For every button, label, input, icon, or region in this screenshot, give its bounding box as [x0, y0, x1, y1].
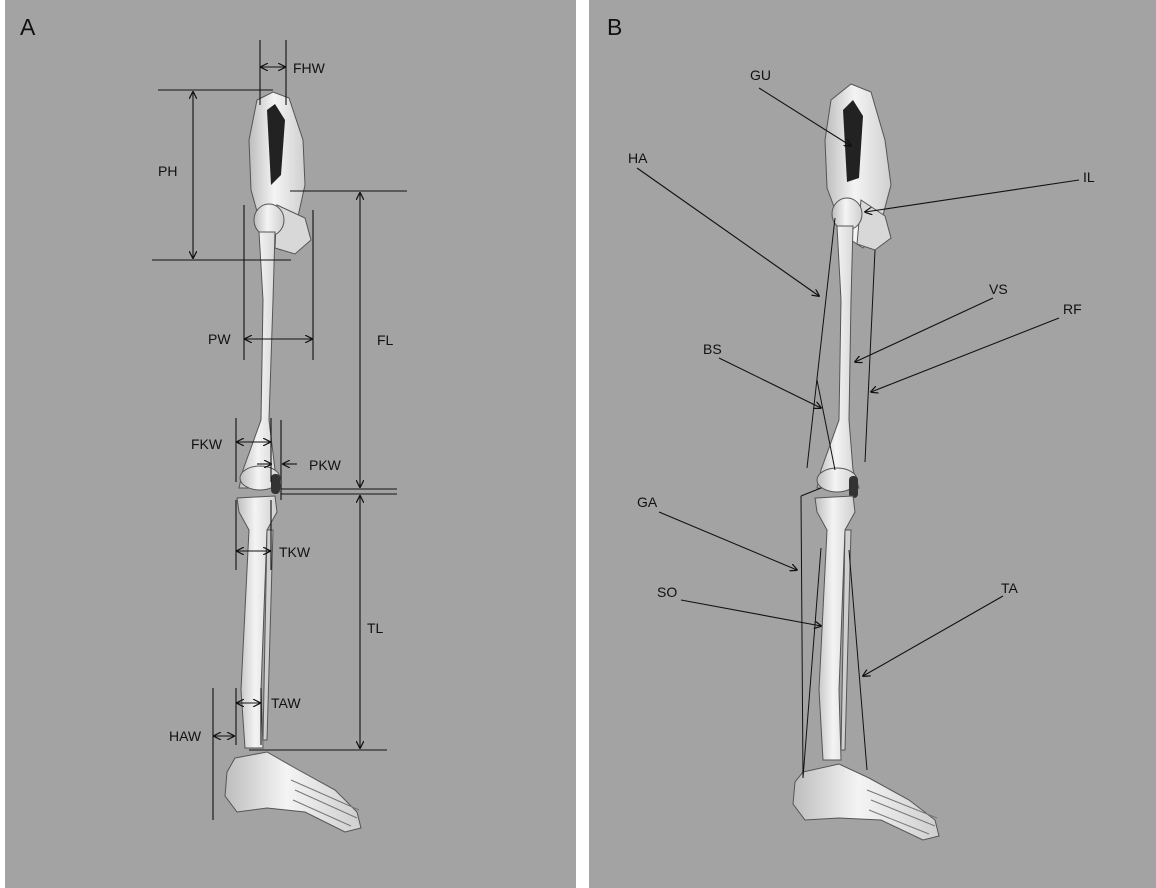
- label-ga: GA: [637, 494, 658, 510]
- panel-b: B: [589, 0, 1156, 888]
- label-pw: PW: [208, 331, 231, 347]
- label-fkw: FKW: [191, 436, 223, 452]
- label-taw: TAW: [271, 695, 301, 711]
- label-ph: PH: [158, 163, 177, 179]
- label-fl: FL: [377, 332, 394, 348]
- label-vs: VS: [989, 281, 1008, 297]
- leg-skeleton-b: [793, 84, 939, 840]
- label-so: SO: [657, 584, 677, 600]
- label-pkw: PKW: [309, 457, 342, 473]
- panel-a: A: [5, 0, 576, 888]
- label-rf: RF: [1063, 301, 1082, 317]
- label-tl: TL: [367, 620, 384, 636]
- panel-b-figure: GU HA IL VS RF BS GA SO TA: [589, 0, 1156, 888]
- label-haw: HAW: [169, 728, 202, 744]
- label-ta: TA: [1001, 580, 1019, 596]
- label-gu: GU: [750, 67, 771, 83]
- label-fhw: FHW: [293, 60, 326, 76]
- label-tkw: TKW: [279, 544, 311, 560]
- label-bs: BS: [703, 341, 722, 357]
- panel-a-figure: FHW PH FL PW FKW PKW TKW TL TAW HAW: [5, 0, 576, 888]
- label-il: IL: [1083, 169, 1095, 185]
- label-ha: HA: [628, 150, 648, 166]
